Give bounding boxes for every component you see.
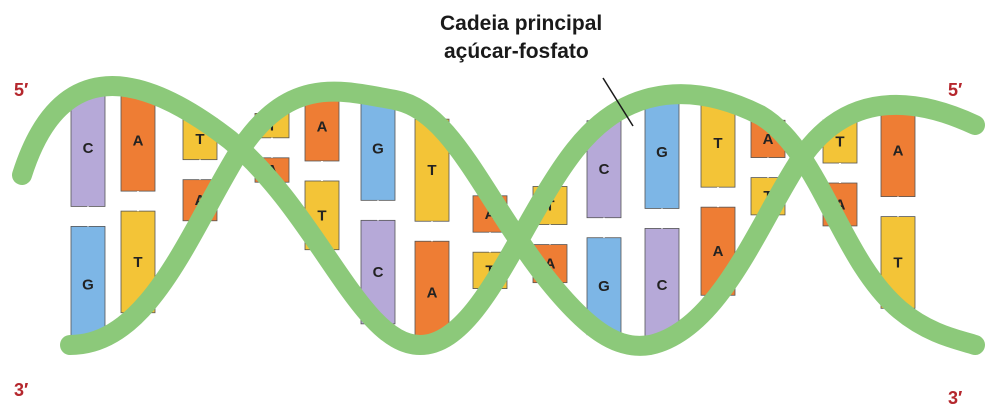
base-letter-top-10: G — [656, 144, 668, 161]
base-letter-top-4: A — [317, 119, 328, 136]
base-letter-bottom-11: A — [713, 243, 724, 260]
base-top-1 — [120, 89, 156, 192]
base-letter-bottom-1: T — [133, 254, 142, 271]
base-letter-bottom-8: A — [545, 256, 556, 273]
base-letter-top-1: A — [133, 132, 144, 149]
base-letter-top-11: T — [713, 135, 722, 152]
base-letter-top-6: T — [427, 162, 436, 179]
base-letter-top-8: T — [545, 198, 554, 215]
end-label-3prime-right: 3′ — [948, 388, 962, 408]
base-letter-top-0: C — [83, 140, 94, 157]
base-letter-top-12: A — [763, 131, 774, 148]
annotation-pointer-line — [602, 77, 634, 127]
base-top-0 — [70, 89, 106, 207]
base-letter-bottom-6: A — [427, 284, 438, 301]
base-letter-bottom-9: G — [598, 278, 610, 295]
base-letter-top-14: A — [893, 143, 904, 160]
base-top-11 — [700, 98, 736, 188]
base-bottom-10 — [644, 228, 680, 342]
base-letter-top-5: G — [372, 141, 384, 158]
base-bottom-0 — [70, 226, 106, 344]
base-top-14 — [880, 104, 916, 197]
base-letter-bottom-5: C — [373, 264, 384, 281]
sugar-phosphate-backbone-strand-1 — [12, 76, 985, 356]
sugar-phosphate-backbone-strand-2 — [60, 81, 985, 356]
base-top-10 — [644, 95, 680, 209]
annotation-line-2: açúcar-fosfato — [444, 40, 589, 63]
base-letter-bottom-4: T — [317, 207, 326, 224]
base-letter-bottom-10: C — [657, 277, 668, 294]
base-letter-top-2: T — [195, 131, 204, 148]
end-label-3prime-left: 3′ — [14, 380, 28, 400]
base-letter-top-9: C — [599, 161, 610, 178]
end-label-5prime-left: 5′ — [14, 80, 28, 100]
base-letter-top-13: T — [835, 134, 844, 151]
end-label-5prime-right: 5′ — [948, 80, 962, 100]
annotation-line-1: Cadeia principal — [440, 12, 602, 35]
base-letter-bottom-14: T — [893, 254, 902, 271]
base-letter-bottom-0: G — [82, 277, 94, 294]
base-letter-top-7: A — [485, 206, 496, 223]
